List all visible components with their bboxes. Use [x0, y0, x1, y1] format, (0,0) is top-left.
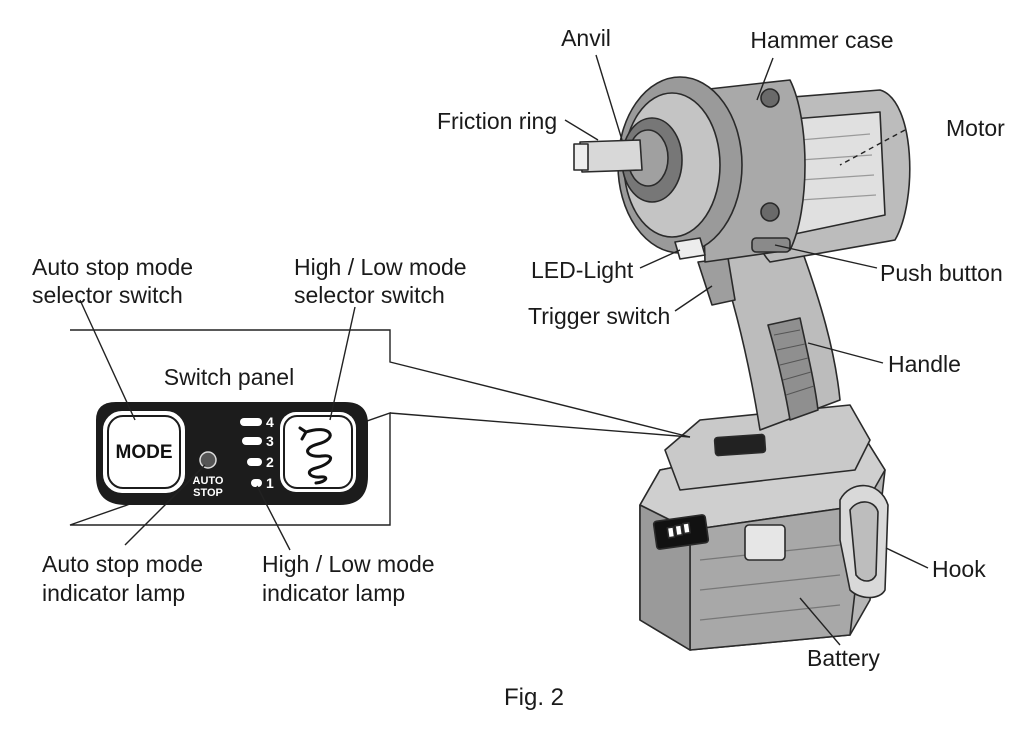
base-led-window	[713, 433, 767, 457]
label-motor: Motor	[946, 115, 1005, 141]
anvil-shaft	[579, 139, 643, 173]
label-led-light: LED-Light	[531, 257, 634, 283]
label-hilo-lamp-1: High / Low mode	[262, 551, 435, 577]
label-push-button: Push button	[880, 260, 1003, 286]
lamp-1-label: 1	[266, 475, 274, 491]
label-auto-stop-selector-1: Auto stop mode	[32, 254, 193, 280]
tool-base	[664, 404, 871, 491]
mode-button-border	[107, 415, 181, 489]
handle-grip	[719, 244, 841, 431]
auto-stop-text-2: STOP	[193, 487, 223, 499]
impact-wrench-illustration	[573, 76, 911, 651]
label-hilo-lamp-2: indicator lamp	[262, 580, 405, 606]
trigger	[697, 257, 736, 306]
label-auto-stop-lamp-2: indicator lamp	[42, 580, 185, 606]
belt-hook	[839, 484, 889, 599]
push-button	[751, 237, 791, 253]
mode-button-label: MODE	[116, 442, 173, 463]
callout-labels: Anvil Hammer case Friction ring Motor LE…	[32, 25, 1005, 671]
label-anvil: Anvil	[561, 25, 611, 51]
switch-panel-inset: Switch panel MODE AUTO STOP 4 3 2 1	[69, 329, 691, 526]
leader-lines	[79, 54, 929, 646]
label-battery: Battery	[807, 645, 880, 671]
lamp-2-label: 2	[266, 454, 274, 470]
spiral-icon	[298, 426, 332, 485]
label-auto-stop-lamp-1: Auto stop mode	[42, 551, 203, 577]
label-trigger-switch: Trigger switch	[528, 303, 670, 329]
label-handle: Handle	[888, 351, 961, 377]
switch-panel-title: Switch panel	[164, 364, 294, 390]
label-hilo-selector-2: selector switch	[294, 282, 445, 308]
led-light	[674, 237, 706, 260]
lamp-4-label: 4	[266, 414, 274, 430]
label-hammer-case: Hammer case	[750, 27, 893, 53]
hilo-indicator-lamps: 4 3 2 1	[240, 414, 274, 491]
label-friction-ring: Friction ring	[437, 108, 557, 134]
hilo-selector-button[interactable]	[280, 412, 356, 492]
label-hook: Hook	[932, 556, 986, 582]
auto-stop-indicator-lamp	[199, 451, 217, 469]
hilo-button-border	[283, 415, 353, 489]
figure-caption: Fig. 2	[504, 684, 564, 711]
inset-pointer-lower	[389, 412, 691, 438]
mode-button[interactable]	[103, 411, 185, 493]
anvil-tip	[573, 143, 589, 171]
lamp-3	[242, 437, 262, 445]
lamp-3-label: 3	[266, 433, 274, 449]
lamp-4	[240, 418, 262, 426]
label-auto-stop-selector-2: selector switch	[32, 282, 183, 308]
lamp-2	[247, 458, 262, 466]
label-hilo-selector-1: High / Low mode	[294, 254, 467, 280]
auto-stop-text-1: AUTO	[193, 475, 224, 487]
lamp-1	[251, 479, 262, 487]
